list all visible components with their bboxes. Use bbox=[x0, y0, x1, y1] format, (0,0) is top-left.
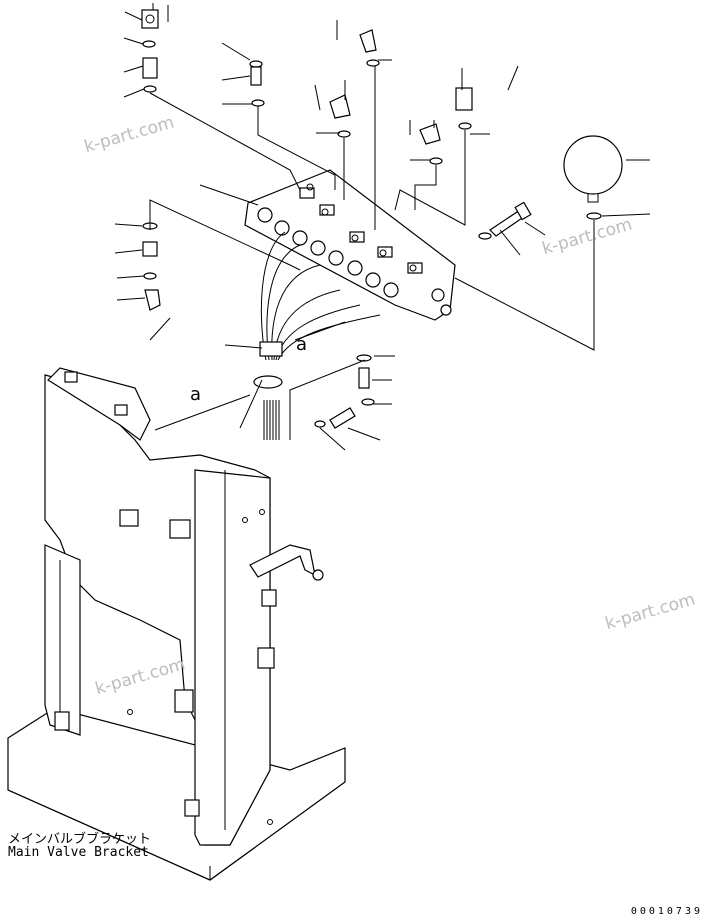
reference-callout-a: a bbox=[190, 384, 202, 405]
main-valve-bracket bbox=[7, 367, 346, 881]
leader-lines bbox=[114, 3, 651, 451]
accumulator-sphere bbox=[563, 135, 623, 220]
hose-bundle bbox=[253, 231, 381, 440]
mounting-bolt bbox=[478, 201, 532, 240]
fittings bbox=[141, 9, 473, 429]
reference-callout-a: a bbox=[296, 334, 308, 355]
caption-japanese: メインバルブブラケット bbox=[8, 832, 152, 847]
caption-english: Main Valve Bracket bbox=[8, 845, 149, 860]
drawing-number: 00010739 bbox=[630, 906, 703, 917]
control-valve-assembly bbox=[244, 169, 456, 321]
